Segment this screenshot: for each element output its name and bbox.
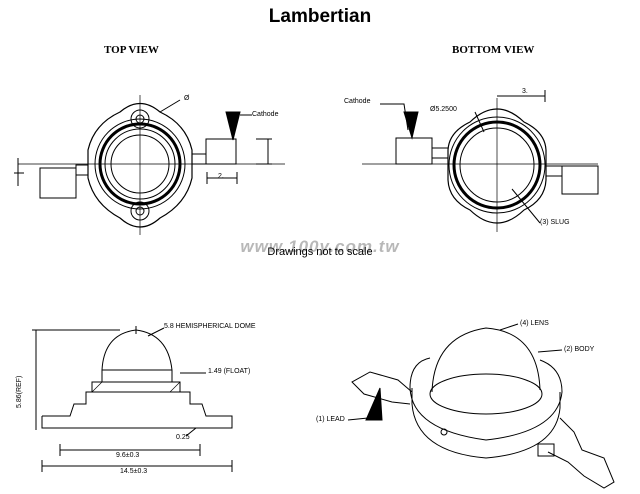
bottom-cathode-label: Cathode xyxy=(344,98,371,105)
scale-note: Drawings not to scale xyxy=(267,246,373,258)
dome-label: 5.8 HEMISPHERICAL DOME xyxy=(164,323,256,330)
watermark: www.100y.com.tw xyxy=(240,237,400,256)
bottom-dim-label: 3. xyxy=(522,88,528,95)
top-dia-label: Ø xyxy=(184,95,190,102)
lead-label: (1) LEAD xyxy=(316,416,345,423)
d1-label: 0.25 xyxy=(176,434,190,441)
height-label: 5.86(REF) xyxy=(16,375,23,408)
body-label: (2) BODY xyxy=(564,346,595,353)
top-hole-circle xyxy=(130,109,150,129)
bottom-view-label: BOTTOM VIEW xyxy=(452,44,535,56)
float-label: 1.49 (FLOAT) xyxy=(208,368,251,375)
top-view-label: TOP VIEW xyxy=(104,44,159,56)
d2-label: 9.6±0.3 xyxy=(116,452,140,459)
bottom-hole-circle xyxy=(130,201,150,221)
diagram-title: Lambertian xyxy=(268,6,372,27)
d3-label: 14.5±0.3 xyxy=(120,468,148,475)
top-dim-label: 2. xyxy=(218,173,224,180)
iso-view-drawing xyxy=(351,323,615,489)
slug-label: (3) SLUG xyxy=(540,219,570,226)
top-cathode-label: Cathode xyxy=(252,111,279,118)
bottom-dia-label: Ø5.2500 xyxy=(430,106,457,113)
lens-label: (4) LENS xyxy=(520,320,549,327)
side-view-drawing xyxy=(32,326,233,472)
top-view-drawing xyxy=(14,95,285,235)
bottom-view-drawing xyxy=(362,90,599,232)
